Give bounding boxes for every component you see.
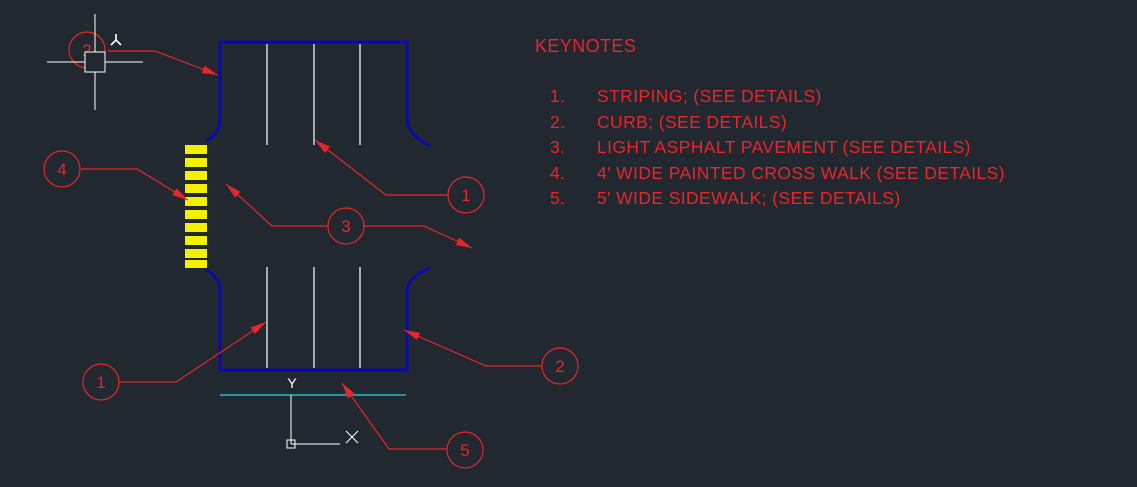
keynotes-title: KEYNOTES — [535, 36, 637, 56]
leader-topleft — [108, 50, 219, 76]
callout-2-label: 2 — [555, 357, 564, 376]
leader-3-right — [363, 225, 473, 249]
ucs-y-label: Y — [287, 375, 297, 391]
leader-1-bottom — [119, 321, 267, 383]
keynotes-list: 1. STRIPING; (SEE DETAILS) 2. CURB; (SEE D… — [535, 85, 1005, 213]
keynote-number: 5. — [550, 188, 566, 208]
keynote-text: CURB; (SEE DETAILS) — [597, 111, 788, 132]
callout-5-label: 5 — [460, 441, 469, 460]
crosswalk-bar — [185, 158, 207, 167]
keynotes-panel: KEYNOTES 1. STRIPING; (SEE DETAILS) 2. CUR… — [535, 36, 1005, 213]
callout-circle-1-bottom — [82, 363, 120, 401]
keynote-item: 3. LIGHT ASPHALT PAVEMENT (SEE DETAILS) — [535, 136, 1005, 162]
lane-striping — [266, 44, 361, 368]
leader-lines — [81, 50, 541, 450]
keynote-item: 1. STRIPING; (SEE DETAILS) — [535, 85, 1005, 111]
callout-circle-3 — [327, 207, 365, 245]
callout-1-bottom-label: 1 — [96, 373, 105, 392]
curb-bottom-left — [205, 266, 431, 372]
callout-circle-2 — [541, 347, 579, 385]
callout-circle-1-right — [447, 176, 485, 214]
callout-circle-4 — [43, 150, 81, 188]
keynote-text: LIGHT ASPHALT PAVEMENT (SEE DETAILS) — [597, 137, 971, 157]
crosswalk-bar — [185, 197, 207, 206]
crosswalk-bar — [185, 260, 207, 268]
crosswalk-bar — [185, 249, 207, 258]
keynote-item: 4. 4' WIDE PAINTED CROSS WALK (SEE DETAIL… — [535, 162, 1005, 188]
keynote-text: 5' WIDE SIDEWALK; (SEE DETAILS) — [597, 188, 901, 208]
keynote-number: 3. — [550, 137, 566, 157]
crosshair-cursor-icon — [47, 14, 143, 110]
leader-5 — [341, 382, 447, 450]
crosswalk-bar — [185, 145, 207, 154]
keynote-item: 2. CURB; (SEE DETAILS) — [535, 111, 1005, 137]
pointer-arrow-icon — [110, 34, 122, 46]
crosswalk-bar — [185, 223, 207, 232]
keynote-number: 1. — [550, 86, 566, 106]
leader-4 — [81, 168, 189, 201]
crosswalk-bar — [185, 171, 207, 180]
callout-circle-5 — [446, 431, 484, 469]
callout-topleft-label: 2 — [82, 41, 91, 60]
ucs-axis-icon — [286, 395, 359, 449]
crosswalk-bar — [185, 184, 207, 193]
keynote-number: 4. — [550, 162, 566, 183]
callout-4-label: 4 — [57, 160, 66, 179]
keynote-number: 2. — [550, 111, 566, 132]
leader-3-left — [225, 183, 328, 227]
curb-outline — [205, 40, 431, 372]
keynote-text: 4' WIDE PAINTED CROSS WALK (SEE DETAILS) — [597, 162, 1005, 183]
keynote-text: STRIPING; (SEE DETAILS) — [597, 86, 822, 106]
leader-1-right — [314, 139, 448, 196]
leader-2 — [403, 329, 541, 367]
keynote-item: 5. 5' WIDE SIDEWALK; (SEE DETAILS) — [535, 187, 1005, 213]
crosswalk-bar — [185, 236, 207, 245]
callout-1-right-label: 1 — [461, 186, 470, 205]
callout-3-label: 3 — [341, 217, 350, 236]
curb-top-left — [205, 40, 431, 148]
callout-bubbles — [43, 31, 579, 469]
crosswalk — [185, 145, 207, 268]
crosswalk-bar — [185, 210, 207, 219]
